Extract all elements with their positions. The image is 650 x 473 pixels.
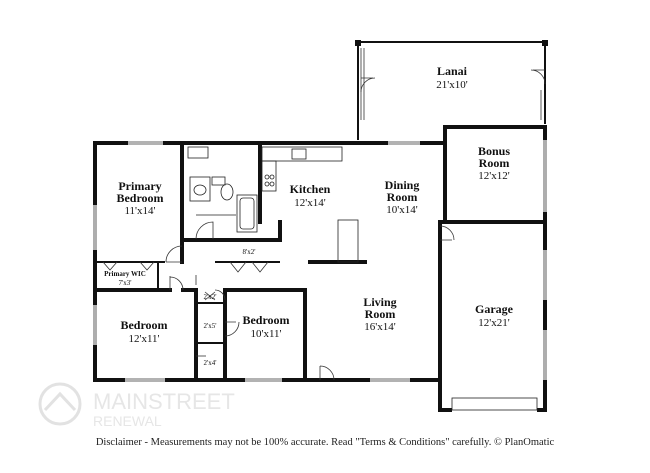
living-name-1: Living [363,295,396,309]
bonus-name-1: Bonus [478,144,510,158]
watermark-line2: RENEWAL [93,413,162,429]
living-name-2: Room [365,307,396,321]
closet-dim: 8'x2' [242,248,255,256]
bonus-dim: 12'x12' [478,170,509,182]
primary-name-2: Bedroom [116,191,163,205]
lanai-walls [355,40,548,140]
bonus-name-2: Room [479,156,510,170]
garage-name: Garage [475,302,514,316]
doors [102,221,455,381]
kitchen-dim: 12'x14' [294,197,325,209]
dining-name-2: Room [387,190,418,204]
kitchen-fixtures [261,146,359,263]
bedroom3-name: Bedroom [242,313,289,327]
bedroom3-dim: 10'x11' [250,328,281,340]
disclaimer-text: Disclaimer - Measurements may not be 100… [95,437,555,448]
garage-dim: 12'x21' [478,317,509,329]
closet-c1-dim: 2'x2' [203,293,216,301]
bathroom-fixtures [187,146,258,233]
kitchen-name: Kitchen [290,182,331,196]
primary-dim: 11'x14' [124,205,155,217]
watermark-line1: MAINSTREET [93,389,235,414]
primary-name-1: Primary [118,179,161,193]
wic-name: Primary WIC [104,270,146,278]
room-labels: Lanai 21'x10' Bonus Room 12'x12' Primary… [104,64,513,367]
lanai-name: Lanai [437,64,468,78]
lanai-dim: 21'x10' [436,79,467,91]
closet-c2-dim: 2'x5' [203,322,216,330]
bedroom2-name: Bedroom [120,318,167,332]
interior-walls [93,141,367,382]
wic-dim: 7'x3' [118,279,131,287]
dining-dim: 10'x14' [386,204,417,216]
bedroom2-dim: 12'x11' [128,333,159,345]
closet-c3-dim: 2'x4' [203,359,216,367]
watermark: MAINSTREET RENEWAL [38,382,235,429]
windows [92,140,548,412]
living-dim: 16'x14' [364,321,395,333]
dining-name-1: Dining [385,178,420,192]
